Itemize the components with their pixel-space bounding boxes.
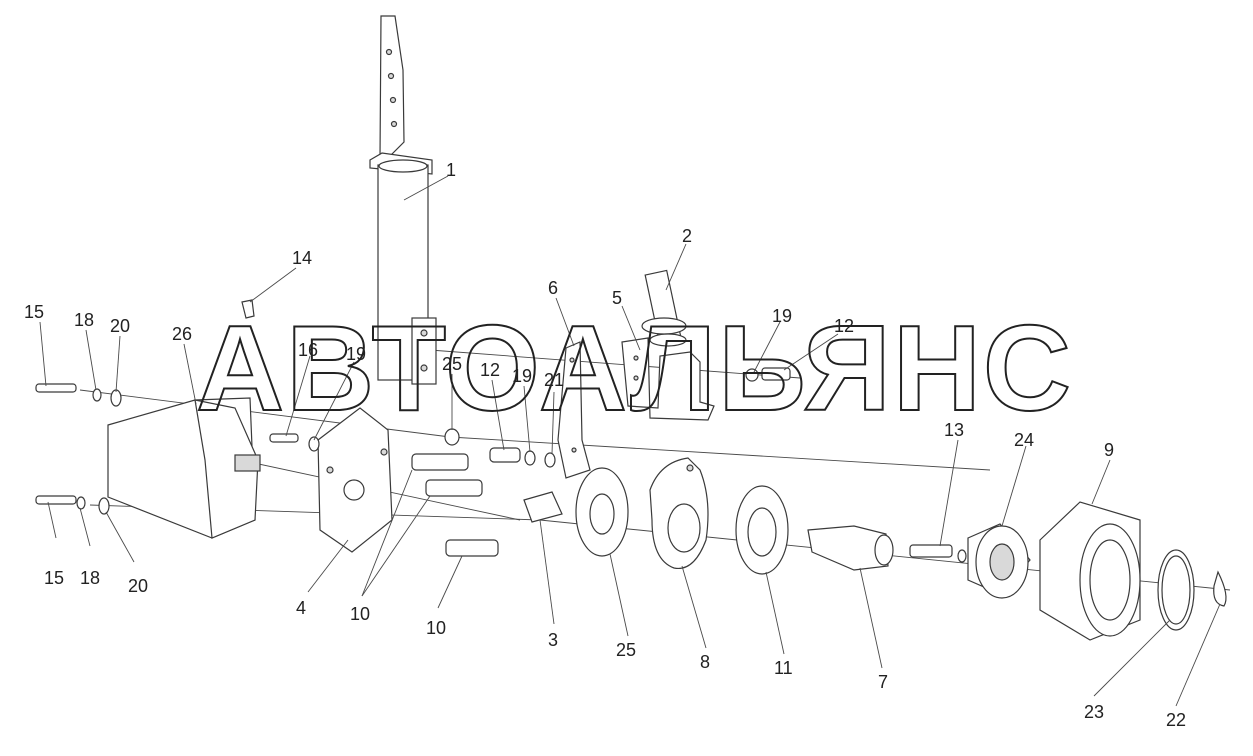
callout-23: 23 [1084, 702, 1104, 722]
callout-10: 10 [350, 604, 370, 624]
callout-19: 19 [346, 344, 366, 364]
callout-25: 25 [442, 354, 462, 374]
callout-15: 15 [24, 302, 44, 322]
part-7-coupling [807, 525, 894, 571]
callout-15: 15 [44, 568, 64, 588]
callout-4: 4 [296, 598, 306, 618]
small-hardware [489, 367, 791, 468]
part-10-pins [411, 428, 499, 557]
part-2-shaft [641, 269, 687, 347]
callout-20: 20 [110, 316, 130, 336]
part-3-block [523, 491, 563, 523]
part-26-housing [107, 397, 261, 539]
callout-19: 19 [512, 366, 532, 386]
part-25-washer [575, 467, 629, 557]
callout-19: 19 [772, 306, 792, 326]
callout-labels: 1 2 3 4 5 6 7 8 9 10 10 11 12 12 13 14 1… [24, 160, 1186, 730]
callout-9: 9 [1104, 440, 1114, 460]
watermark-text: АВТОАЛЬЯНС [196, 300, 1073, 436]
callout-16: 16 [298, 340, 318, 360]
retaining-rings [1157, 549, 1227, 631]
callout-20: 20 [128, 576, 148, 596]
callout-25: 25 [616, 640, 636, 660]
callout-1: 1 [446, 160, 456, 180]
part-8-cam-plate [649, 457, 709, 570]
callout-11: 11 [774, 658, 793, 678]
callout-10: 10 [426, 618, 446, 638]
callout-22: 22 [1166, 710, 1186, 730]
part-1-column-tube [369, 15, 437, 385]
part-6-lever [557, 341, 591, 479]
callout-3: 3 [548, 630, 558, 650]
callout-14: 14 [292, 248, 312, 268]
callout-12: 12 [834, 316, 854, 336]
callout-6: 6 [548, 278, 558, 298]
callout-8: 8 [700, 652, 710, 672]
callout-13: 13 [944, 420, 964, 440]
part-24-bearing [967, 523, 1031, 599]
callout-2: 2 [682, 226, 692, 246]
callout-5: 5 [612, 288, 622, 308]
callout-24: 24 [1014, 430, 1034, 450]
part-9-housing-ring [1039, 501, 1141, 641]
callout-26: 26 [172, 324, 192, 344]
callout-7: 7 [878, 672, 888, 692]
part-11-ring [735, 485, 789, 575]
part-5-bracket [621, 337, 715, 421]
callout-18: 18 [80, 568, 100, 588]
callout-21: 21 [544, 370, 564, 390]
part-13-bolt [909, 544, 967, 563]
leader-lines [39, 175, 1221, 707]
callout-18: 18 [74, 310, 94, 330]
callout-12: 12 [480, 360, 500, 380]
